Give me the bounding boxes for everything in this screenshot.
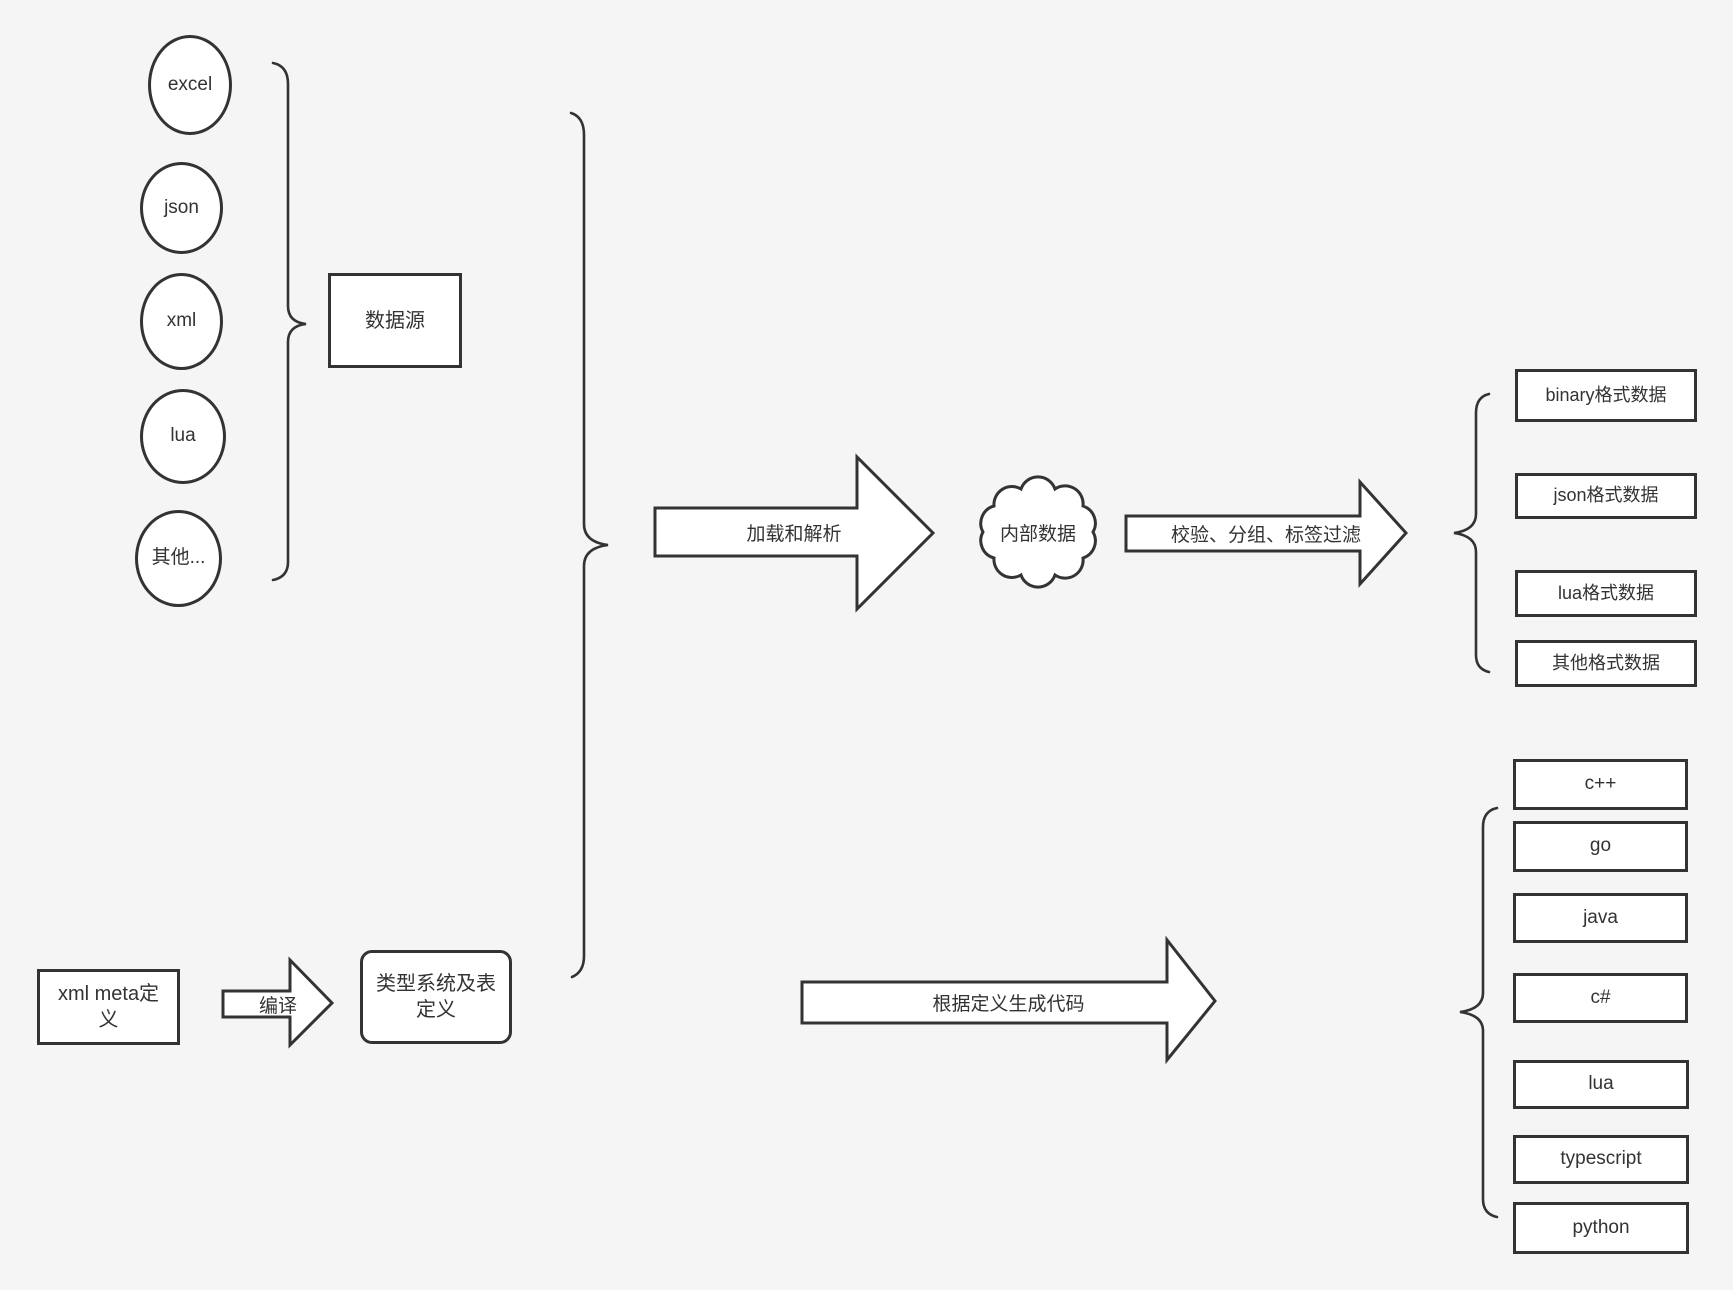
format-box-label: json格式数据 xyxy=(1553,485,1659,506)
source-node-xml[interactable]: xml xyxy=(140,273,223,370)
source-node-lua[interactable]: lua xyxy=(140,389,226,484)
format-box-label: lua格式数据 xyxy=(1557,582,1655,603)
generate-code-arrow[interactable] xyxy=(800,935,1217,1065)
format-box-lua[interactable]: lua格式数据 xyxy=(1515,570,1697,617)
generate-code-arrow-label: 根据定义生成代码 xyxy=(932,993,1085,1015)
format-box-binary[interactable]: binary格式数据 xyxy=(1515,369,1697,422)
filter-arrow[interactable] xyxy=(1124,478,1409,588)
language-box-lua[interactable]: lua xyxy=(1513,1060,1689,1109)
language-box-java[interactable]: java xyxy=(1513,893,1688,943)
compile-arrow-label: 编译 xyxy=(258,995,297,1017)
xml-meta-label: xml meta定义 xyxy=(57,983,160,1031)
format-box-json[interactable]: json格式数据 xyxy=(1515,473,1697,519)
format-box-label: 其他格式数据 xyxy=(1552,652,1660,673)
source-node-label: json xyxy=(164,196,199,218)
brace-output-formats[interactable] xyxy=(1453,392,1491,674)
language-box-label: java xyxy=(1583,906,1618,928)
language-box-label: c++ xyxy=(1584,773,1617,795)
language-box-cpp[interactable]: c++ xyxy=(1513,759,1688,810)
language-box-label: lua xyxy=(1588,1073,1614,1095)
format-box-other[interactable]: 其他格式数据 xyxy=(1515,640,1697,687)
filter-arrow-label: 校验、分组、标签过滤 xyxy=(1170,524,1361,546)
brace-languages[interactable] xyxy=(1459,806,1499,1219)
type-system-label: 类型系统及表定义 xyxy=(376,973,496,1021)
language-box-label: python xyxy=(1572,1216,1630,1238)
type-system-box[interactable]: 类型系统及表定义 xyxy=(360,950,512,1044)
compile-arrow[interactable] xyxy=(221,956,335,1049)
internal-data-label: 内部数据 xyxy=(999,523,1076,545)
source-node-json[interactable]: json xyxy=(140,162,223,254)
brace-sources[interactable] xyxy=(271,61,307,582)
format-box-label: binary格式数据 xyxy=(1545,384,1667,405)
load-parse-arrow[interactable] xyxy=(653,453,936,613)
language-box-typescript[interactable]: typescript xyxy=(1513,1135,1689,1184)
source-node-label: xml xyxy=(166,310,197,332)
source-node-other[interactable]: 其他... xyxy=(135,510,222,607)
source-node-label: lua xyxy=(170,425,196,447)
language-box-label: go xyxy=(1589,835,1612,857)
source-node-label: 其他... xyxy=(151,547,206,569)
source-node-excel[interactable]: excel xyxy=(148,35,232,135)
data-source-label: 数据源 xyxy=(365,309,425,332)
language-box-label: c# xyxy=(1590,986,1611,1008)
language-box-label: typescript xyxy=(1560,1148,1642,1170)
language-box-python[interactable]: python xyxy=(1513,1202,1689,1254)
source-node-label: excel xyxy=(167,73,213,95)
internal-data-cloud[interactable] xyxy=(979,475,1097,589)
language-box-csharp[interactable]: c# xyxy=(1513,973,1688,1023)
language-box-go[interactable]: go xyxy=(1513,821,1688,872)
data-source-box[interactable]: 数据源 xyxy=(328,273,462,368)
xml-meta-box[interactable]: xml meta定义 xyxy=(37,969,180,1045)
brace-all-inputs[interactable] xyxy=(569,111,609,979)
load-parse-arrow-label: 加载和解析 xyxy=(746,523,842,545)
